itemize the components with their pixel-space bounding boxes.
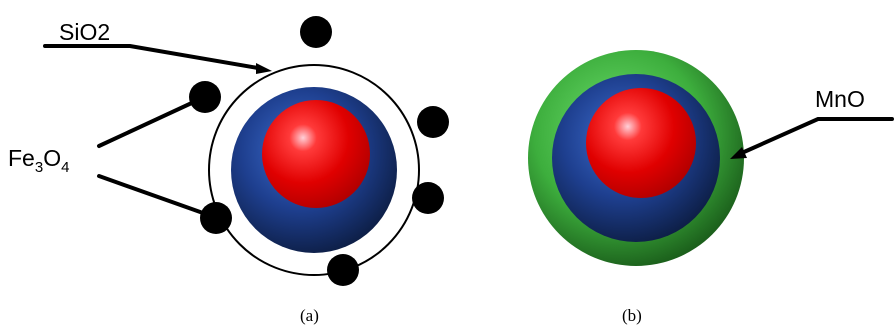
sio2-leader-line bbox=[45, 46, 258, 68]
sio2-arrowhead bbox=[256, 63, 272, 74]
mno-leader-line bbox=[744, 119, 892, 152]
core-b bbox=[586, 88, 696, 198]
fe3o4-particle bbox=[189, 81, 221, 113]
fe3o4-particle bbox=[417, 106, 449, 138]
fe3o4-particle bbox=[327, 254, 359, 286]
fe3o4-particle bbox=[412, 182, 444, 214]
fe3o4-leader-line-lower bbox=[99, 176, 203, 213]
panel-b: MnO (b) bbox=[528, 50, 892, 325]
fe3o4-label: Fe3O4 bbox=[8, 145, 69, 176]
fe3o4-leader-line-upper bbox=[99, 101, 196, 146]
mno-label: MnO bbox=[815, 86, 865, 112]
fe3o4-particle bbox=[300, 16, 332, 48]
caption-b: (b) bbox=[622, 306, 642, 325]
sio2-label: SiO2 bbox=[59, 19, 110, 45]
core-a bbox=[262, 100, 370, 208]
caption-a: (a) bbox=[300, 306, 319, 325]
fe3o4-particle bbox=[200, 202, 232, 234]
panel-a: SiO2 Fe3O4 (a) bbox=[8, 16, 449, 325]
